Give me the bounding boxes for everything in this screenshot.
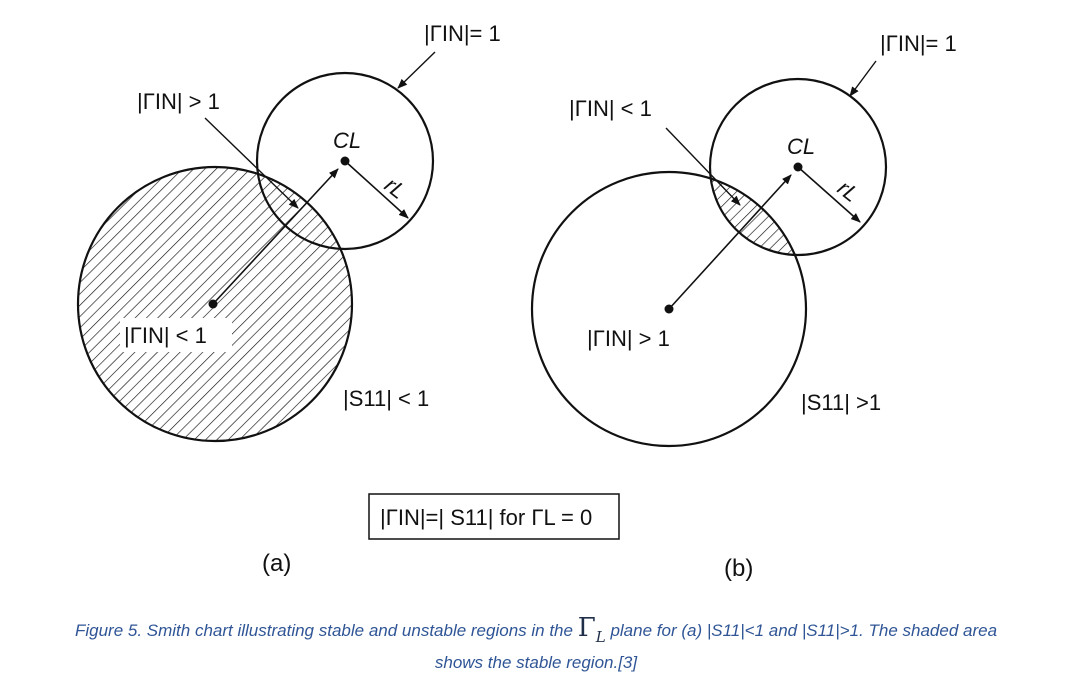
pointer-lt1-b xyxy=(665,127,741,206)
vector-origin-to-cl-a xyxy=(212,168,339,305)
label-rl-a: rL xyxy=(380,172,411,204)
label-gamma-in-eq-1-b: |ΓIN|= 1 xyxy=(880,31,957,56)
caption-suffix: plane for (a) |S11|<1 and |S11|>1. The s… xyxy=(610,621,998,640)
stability-circle-a xyxy=(255,71,435,251)
caption-gamma-symbol: Γ xyxy=(577,613,596,643)
unit-circle-b xyxy=(530,170,808,448)
center-note: |ΓIN|=| S11| for ΓL = 0 xyxy=(368,493,620,540)
label-gamma-in-lt-1-b: |ΓIN| < 1 xyxy=(569,96,652,121)
label-gamma-in-gt-1-a: |ΓIN| > 1 xyxy=(137,89,220,114)
label-cl-b: CL xyxy=(787,134,815,159)
pointer-gt1-a xyxy=(204,117,299,209)
label-s11-b: |S11| >1 xyxy=(801,390,881,415)
smith-chart-diagram: |ΓIN|= 1 |ΓIN| > 1 |ΓIN| < 1 |S11| < 1 C… xyxy=(76,21,957,582)
pointer-eq1-a xyxy=(397,51,436,89)
tag-a: (a) xyxy=(262,550,291,577)
vector-origin-to-cl-b xyxy=(668,174,792,310)
label-gamma-in-lt-1-a: |ΓIN| < 1 xyxy=(124,323,207,348)
pointer-eq1-b xyxy=(849,60,877,97)
label-gamma-in-gt-1-b: |ΓIN| > 1 xyxy=(587,326,670,351)
stability-circle-b xyxy=(708,77,888,257)
center-note-text: |ΓIN|=| S11| for ΓL = 0 xyxy=(380,505,592,530)
caption-gamma-subscript: L xyxy=(595,628,606,646)
label-s11-a: |S11| < 1 xyxy=(343,386,429,411)
radius-arrow-b xyxy=(797,166,861,223)
radius-arrow-a xyxy=(344,160,409,219)
caption-prefix: Figure 5. Smith chart illustrating stabl… xyxy=(74,621,573,640)
center-note-box xyxy=(368,493,620,540)
figure-caption: Figure 5. Smith chart illustrating stabl… xyxy=(20,612,1052,679)
label-gamma-in-eq-1-a: |ΓIN|= 1 xyxy=(424,21,501,46)
label-cl-a: CL xyxy=(333,128,361,153)
tag-b: (b) xyxy=(724,555,753,582)
panel-a: |ΓIN|= 1 |ΓIN| > 1 |ΓIN| < 1 |S11| < 1 C… xyxy=(76,21,501,577)
caption-line2: shows the stable region.[3] xyxy=(434,653,638,672)
